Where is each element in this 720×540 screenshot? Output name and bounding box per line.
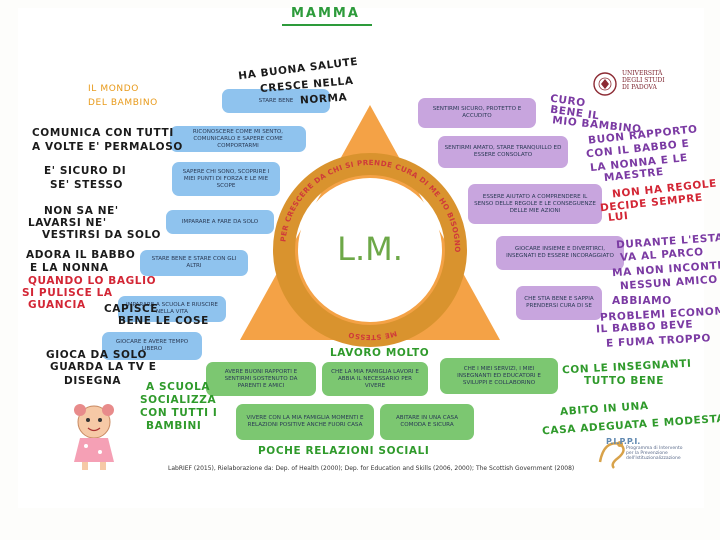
triangle-ring	[273, 153, 467, 347]
note-insegnanti-2: TUTTO BENE	[584, 375, 664, 387]
page-title: MAMMA	[291, 6, 360, 21]
university-seal-icon	[593, 72, 617, 96]
note-poche-relazioni: POCHE RELAZIONI SOCIALI	[258, 445, 430, 457]
note-scuola-4: BAMBINI	[146, 420, 202, 432]
purple-box-4: GIOCARE INSIEME E DIVERTIRCI, INSEGNATI …	[496, 236, 624, 270]
purple-box-1: SENTIRMI SICURO, PROTETTO E ACCUDITO	[418, 98, 536, 128]
university-name: UNIVERSITÀ DEGLI STUDI DI PADOVA	[622, 70, 665, 91]
triangle-inner-circle	[298, 178, 442, 322]
note-bacio-3: GUANCIA	[28, 299, 86, 311]
center-initials: L.M.	[337, 230, 403, 268]
note-lavoro: LAVORO MOLTO	[330, 347, 430, 359]
green-box-4: VIVERE CON LA MIA FAMIGLIA MOMENTI E REL…	[236, 404, 374, 440]
green-box-2: CHE LA MIA FAMIGLIA LAVORI E ABBIA IL NE…	[322, 362, 428, 396]
title-underline	[282, 24, 372, 26]
blue-box-6: IMPARARE A SCUOLA E RIUSCIRE NELLA VITA	[118, 296, 226, 322]
note-adora-1: ADORA IL BABBO	[26, 249, 136, 261]
blue-box-7: GIOCARE E AVERE TEMPO LIBERO	[102, 332, 202, 360]
university-line-1: UNIVERSITÀ	[622, 70, 663, 77]
green-box-5: ABITARE IN UNA CASA COMODA E SICURA	[380, 404, 474, 440]
purple-box-3: ESSERE AIUTATO A COMPRENDERE IL SENSO DE…	[468, 184, 602, 224]
note-bacio-2: SI PULISCE LA	[22, 287, 113, 299]
purple-box-5: CHE STIA BENE E SAPPIA PRENDERSI CURA DI…	[516, 286, 602, 320]
world-label-line-2: DEL BAMBINO	[88, 98, 158, 108]
world-label-line-1: IL MONDO	[88, 84, 139, 94]
note-gioca-3: DISEGNA	[64, 375, 122, 387]
note-problemi-1: ABBIAMO	[612, 295, 672, 307]
blue-box-5: STARE BENE E STARE CON GLI ALTRI	[140, 250, 248, 276]
purple-box-2: SENTIRMI AMATO, STARE TRANQUILLO ED ESSE…	[438, 136, 568, 168]
note-comunica-2: A VOLTE E' PERMALOSO	[32, 141, 183, 153]
pippi-tagline: Programma di Intervento per la Prevenzio…	[626, 446, 682, 461]
note-lavarsi-1: NON SA NE'	[44, 205, 119, 217]
university-line-3: DI PADOVA	[622, 84, 657, 91]
university-line-2: DEGLI STUDI	[622, 77, 665, 84]
note-adora-2: E LA NONNA	[30, 262, 109, 274]
note-capisce-1: CAPISCE	[104, 303, 159, 315]
note-lavarsi-3: VESTIRSI DA SOLO	[42, 229, 161, 241]
note-scuola-1: A SCUOLA	[146, 381, 211, 393]
blue-box-1: STARE BENE	[222, 89, 330, 113]
pippi-line-3: dell'Istituzionalizzazione	[626, 456, 681, 461]
note-regole-3: LUI	[607, 209, 630, 225]
blue-box-2: RICONOSCERE COME MI SENTO, COMUNICARLO E…	[170, 126, 306, 152]
note-sicuro-2: SE' STESSO	[50, 179, 124, 191]
footer-citation: LabRIEF (2015), Rielaborazione da: Dep. …	[168, 465, 575, 472]
note-scuola-3: CON TUTTI I	[140, 407, 218, 419]
pippi-line-2: per la Prevenzione	[626, 451, 668, 456]
note-sicuro-1: E' SICURO DI	[44, 165, 127, 177]
note-capisce-2: BENE LE COSE	[118, 315, 209, 327]
blue-box-4: IMPARARE A FARE DA SOLO	[166, 210, 274, 234]
note-scuola-2: SOCIALIZZA	[140, 394, 217, 406]
blue-box-3: SAPERE CHI SONO, SCOPRIRE I MIEI PUNTI D…	[172, 162, 280, 196]
note-bacio-1: QUANDO LO BAGLIO	[28, 275, 157, 287]
note-comunica-1: COMUNICA CON TUTTI	[32, 127, 174, 139]
pippi-line-1: Programma di Intervento	[626, 446, 683, 451]
note-gioca-2: GUARDA LA TV E	[50, 361, 157, 373]
pippi-logo-icon	[598, 441, 625, 469]
note-lavarsi-2: LAVARSI NE'	[28, 217, 107, 229]
green-box-3: CHE I MIEI SERVIZI, I MIEI INSEGNANTI ED…	[440, 358, 558, 394]
green-box-1: AVERE BUONI RAPPORTI E SENTIRMI SOSTENUT…	[206, 362, 316, 396]
child-drawing-icon	[74, 404, 114, 470]
note-gioca-1: GIOCA DA SOLO	[46, 349, 147, 361]
pippi-logo-text: P.I.P.P.I.	[606, 437, 641, 446]
